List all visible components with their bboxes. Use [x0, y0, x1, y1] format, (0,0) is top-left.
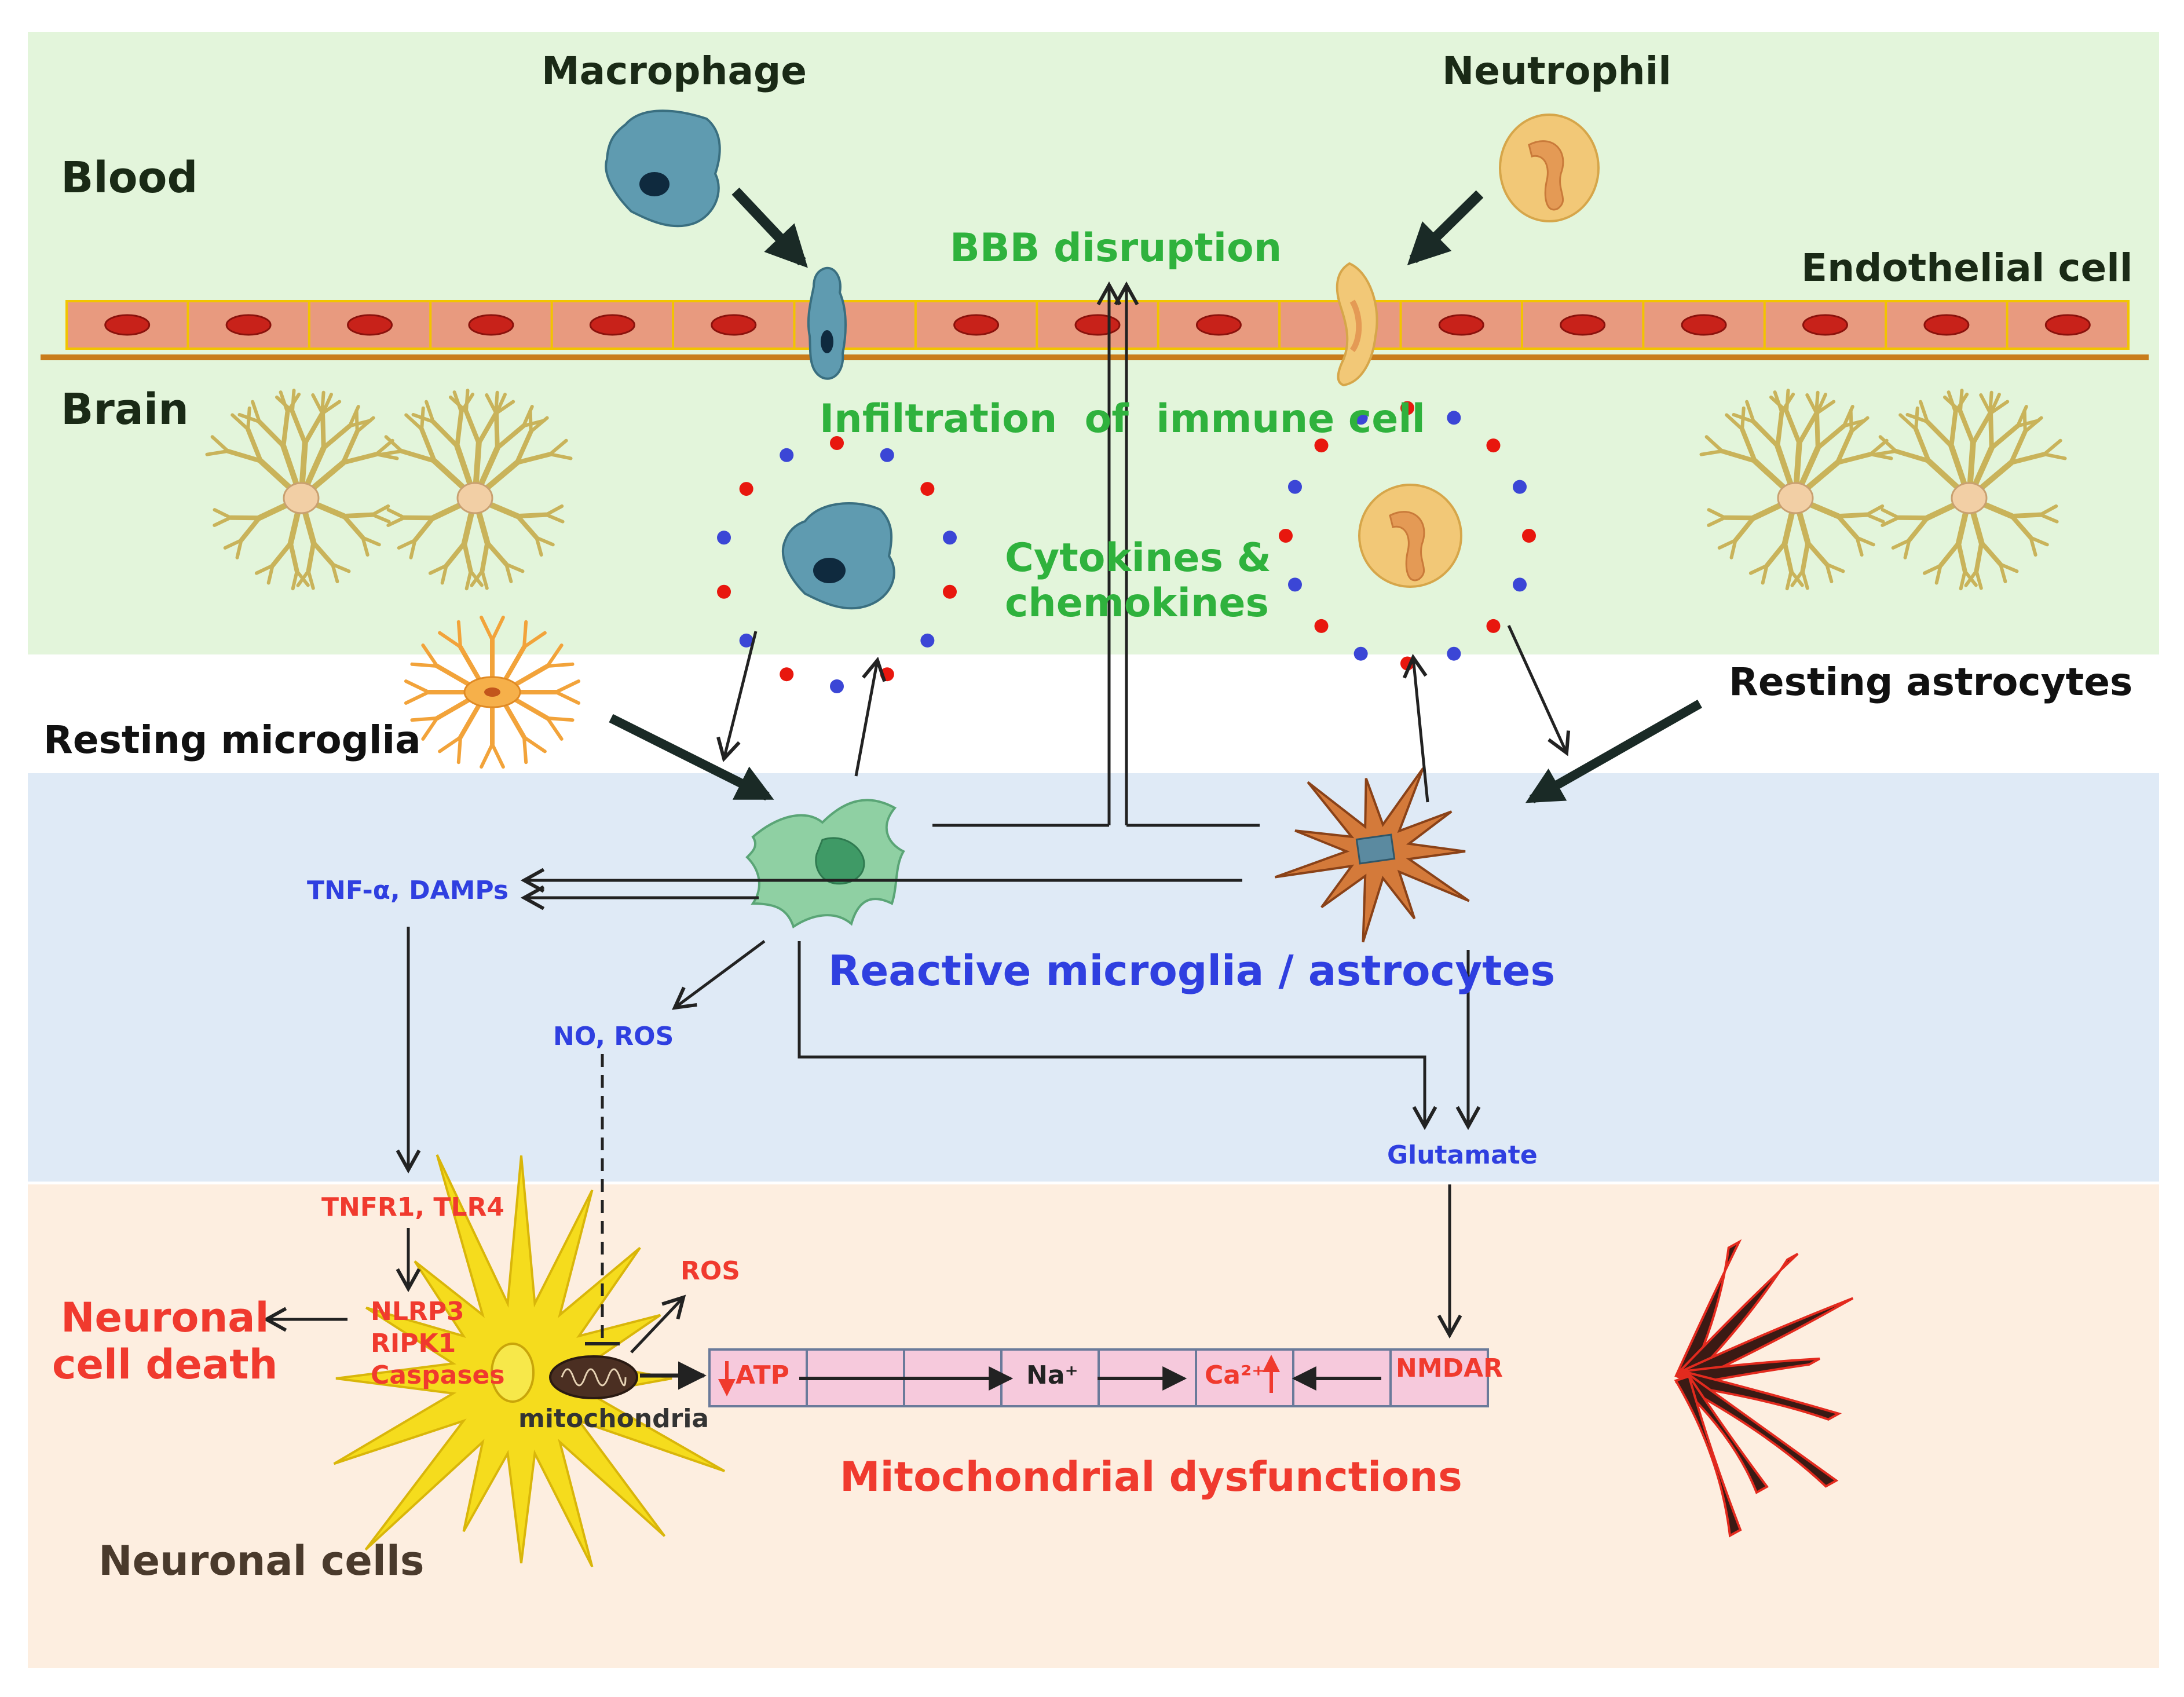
infiltrated-neutrophil-icon [1358, 484, 1462, 588]
nmdar-label: NMDAR [1396, 1354, 1503, 1383]
arrow-astrocyte-to-cytokine [1402, 653, 1429, 803]
arrow-microglia-to-no [672, 939, 766, 1010]
na-label: Na⁺ [1026, 1360, 1078, 1390]
ros-label: ROS [681, 1256, 740, 1286]
reactive-region [28, 773, 2159, 1182]
neuron-icon [333, 1154, 726, 1568]
receptors-label: TNFR1, TLR4 [321, 1193, 504, 1222]
arrow-microglia-to-cytokine [854, 656, 887, 777]
synapse-terminal-icon [1674, 1239, 1854, 1538]
nlrp3-label: NLRP3 [371, 1297, 464, 1326]
arrow-cytokine-to-astrocyte [1507, 624, 1571, 756]
infiltration-label: Infiltration of immune cell [820, 396, 1425, 442]
endothelial-icon [41, 300, 2149, 360]
neutrophil-label: Neutrophil [1442, 49, 1671, 93]
arrow-resting-astrocytes [1525, 700, 1702, 803]
arrow-macrophage-entry [731, 187, 808, 268]
cytokines-label: Cytokines & chemokines [1005, 535, 1271, 627]
resting-microglia-icon [404, 615, 581, 769]
arrow-resting-microglia [609, 714, 774, 801]
endothelial-label: Endothelial cell [1801, 246, 2133, 290]
reactive-astrocyte-icon [1274, 767, 1470, 943]
red-blood-cell-icon [104, 314, 2091, 336]
no-ros-label: NO, ROS [553, 1022, 674, 1051]
arrow-cytokine-to-microglia [716, 631, 758, 762]
brain-label: Brain [61, 385, 189, 434]
macrophage-transmigrating-icon [807, 266, 847, 380]
mito-dysfunction-label: Mitochondrial dysfunctions [840, 1453, 1462, 1501]
mitochondria-icon [549, 1355, 638, 1399]
reactive-microglia-icon [745, 799, 905, 929]
cell-death-line1: Neuronal [60, 1294, 269, 1341]
bbb-disruption-label: BBB disruption [950, 225, 1282, 271]
infiltrated-macrophage-icon [781, 502, 895, 610]
mitochondria-label: mitochondria [518, 1404, 709, 1433]
cell-death-line2: cell death [52, 1340, 278, 1388]
resting-astrocyte-icon [205, 389, 2067, 591]
arrow-neutrophil-entry [1407, 190, 1484, 266]
cell-death-label: Neuronal cell death [52, 1294, 277, 1388]
glutamate-label: Glutamate [1387, 1140, 1538, 1170]
resting-astrocytes-label: Resting astrocytes [1729, 660, 2133, 704]
ripk1-label: RIPK1 [371, 1329, 456, 1358]
neutrophil-icon [1499, 114, 1600, 222]
arrow-mito-to-ros [630, 1294, 686, 1354]
tnf-damps-label: TNF-α, DAMPs [307, 876, 509, 905]
caspases-label: Caspases [371, 1360, 505, 1390]
macrophage-icon [605, 109, 721, 228]
neutrophil-transmigrating-icon [1336, 262, 1378, 387]
blood-label: Blood [61, 153, 198, 203]
cytokines-line1: Cytokines & [1005, 535, 1271, 581]
reactive-label: Reactive microglia / astrocytes [828, 946, 1556, 995]
cytokine-dot-icon [717, 436, 957, 693]
macrophage-label: Macrophage [542, 49, 807, 93]
cytokines-line2: chemokines [1005, 580, 1269, 627]
atp-label: ATP [736, 1360, 789, 1390]
neuronal-cells-label: Neuronal cells [98, 1537, 425, 1585]
ca-label: Ca²⁺ [1205, 1360, 1265, 1390]
arrow-microglia-to-glutamate [797, 941, 1437, 1131]
resting-microglia-label: Resting microglia [43, 718, 421, 762]
neuron-region [28, 1184, 2159, 1668]
